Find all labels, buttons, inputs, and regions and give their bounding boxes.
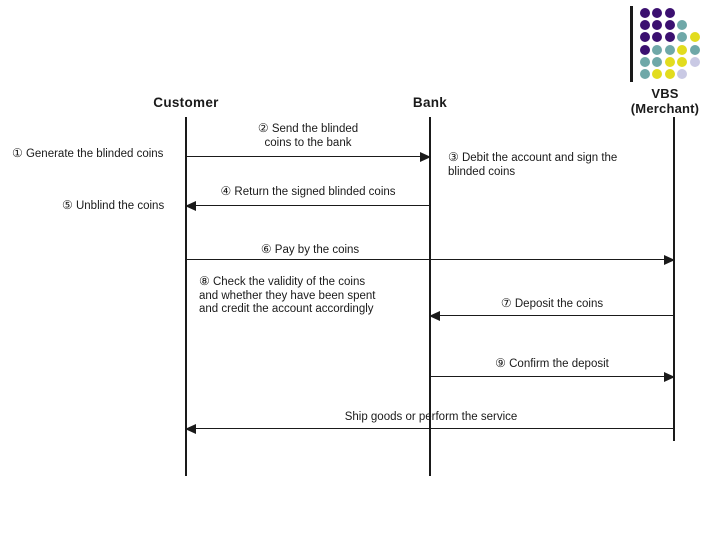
logo-dot-teal: [664, 44, 675, 55]
step-number-1: ①: [12, 146, 23, 160]
lifeline-bank: [429, 117, 431, 476]
note-debit-and-sign: ③ Debit the account and sign the blinded…: [448, 150, 672, 179]
step-number-5: ⑤: [62, 198, 73, 212]
message-label-deposit-the-coins: ⑦ Deposit the coins: [432, 296, 672, 312]
logo-dot-yellow: [689, 32, 700, 43]
note-text-1: Generate the blinded coins: [25, 148, 164, 160]
logo-caption: VBS (Merchant): [604, 86, 720, 116]
note-text-5: Unblind the coins: [75, 200, 165, 212]
logo-caption-line1: VBS: [651, 86, 679, 101]
logo-dot-grid: [640, 8, 702, 81]
lifeline-vbs: [673, 117, 675, 441]
step-number-9: ⑨: [495, 356, 506, 370]
message-text-4: Return the signed blinded coins: [234, 186, 396, 198]
actor-header-customer: Customer: [153, 95, 219, 110]
logo-dot-row: [640, 68, 702, 81]
logo-dot-purple: [664, 32, 675, 43]
lifeline-customer: [185, 117, 187, 476]
message-label-confirm-the-deposit: ⑨ Confirm the deposit: [432, 356, 672, 372]
message-line-confirm-the-deposit: [430, 372, 675, 382]
logo-dot-yellow: [677, 44, 688, 55]
logo-dot-purple: [652, 20, 663, 31]
logo-dot-row: [640, 56, 702, 69]
logo-vertical-bar: [630, 6, 633, 82]
logo-dot-teal: [652, 56, 663, 67]
message-label-send-blinded-coins: ② Send the blinded coins to the bank: [188, 121, 428, 150]
step-number-6: ⑥: [260, 242, 272, 256]
note-unblind-the-coins: ⑤ Unblind the coins: [62, 198, 186, 214]
logo-dot-lavender: [677, 68, 688, 79]
message-text-7: Deposit the coins: [514, 298, 604, 310]
message-label-pay-by-coins: ⑥ Pay by the coins: [188, 242, 432, 258]
actor-header-bank: Bank: [412, 95, 448, 110]
note-check-validity: ⑧ Check the validity of the coins and wh…: [199, 274, 425, 317]
step-number-2: ②: [257, 121, 269, 135]
logo-dot-row: [640, 44, 702, 57]
message-line-pay-by-coins: [186, 255, 675, 265]
message-label-return-signed-coins: ④ Return the signed blinded coins: [188, 184, 428, 200]
logo-dot-purple: [664, 8, 675, 18]
logo-dot-purple: [640, 32, 650, 43]
message-text-6: Pay by the coins: [274, 244, 360, 256]
logo-caption-line2: (Merchant): [630, 101, 700, 116]
logo-dot-teal: [689, 44, 700, 55]
note-generate-blinded-coins: ① Generate the blinded coins: [12, 146, 184, 162]
message-text-2: Send the blinded coins to the bank: [264, 123, 359, 149]
logo-dot-teal: [640, 56, 650, 67]
logo-dot-purple: [640, 44, 650, 55]
vbs-logo: [622, 4, 718, 86]
message-line-return-signed-coins: [185, 201, 430, 211]
message-line-deposit-the-coins: [429, 311, 674, 321]
logo-dot-purple: [652, 8, 663, 18]
message-label-ship-goods: Ship goods or perform the service: [344, 411, 518, 423]
logo-dot-row: [640, 20, 702, 32]
step-number-4: ④: [220, 184, 232, 198]
logo-dot-purple: [640, 20, 650, 31]
arrow-head-right-icon: [664, 255, 675, 265]
logo-dot-teal: [677, 32, 688, 43]
arrow-head-right-icon: [420, 152, 431, 162]
logo-dot-yellow: [664, 68, 675, 79]
note-text-3: Debit the account and sign the blinded c…: [448, 152, 618, 178]
logo-dot-teal: [677, 20, 688, 31]
logo-dot-teal: [652, 44, 663, 55]
logo-dot-purple: [652, 32, 663, 43]
message-line-send-blinded-coins: [186, 152, 431, 162]
arrow-head-right-icon: [664, 372, 675, 382]
logo-dot-row: [640, 32, 702, 44]
message-line-ship-goods: [185, 424, 674, 434]
logo-dot-yellow: [652, 68, 663, 79]
logo-dot-purple: [664, 20, 675, 31]
arrow-head-left-icon: [429, 311, 440, 321]
step-number-8: ⑧: [199, 274, 210, 288]
logo-dot-row: [640, 8, 702, 20]
step-number-3: ③: [448, 150, 459, 164]
logo-dot-lavender: [689, 56, 700, 67]
note-text-8: Check the validity of the coins and whet…: [199, 276, 376, 315]
step-number-7: ⑦: [500, 296, 512, 310]
message-text-9: Confirm the deposit: [509, 358, 609, 370]
arrow-head-left-icon: [185, 424, 196, 434]
logo-dot-yellow: [677, 56, 688, 67]
logo-dot-purple: [640, 8, 650, 18]
logo-dot-teal: [640, 68, 650, 79]
logo-dot-yellow: [664, 56, 675, 67]
arrow-head-left-icon: [185, 201, 196, 211]
